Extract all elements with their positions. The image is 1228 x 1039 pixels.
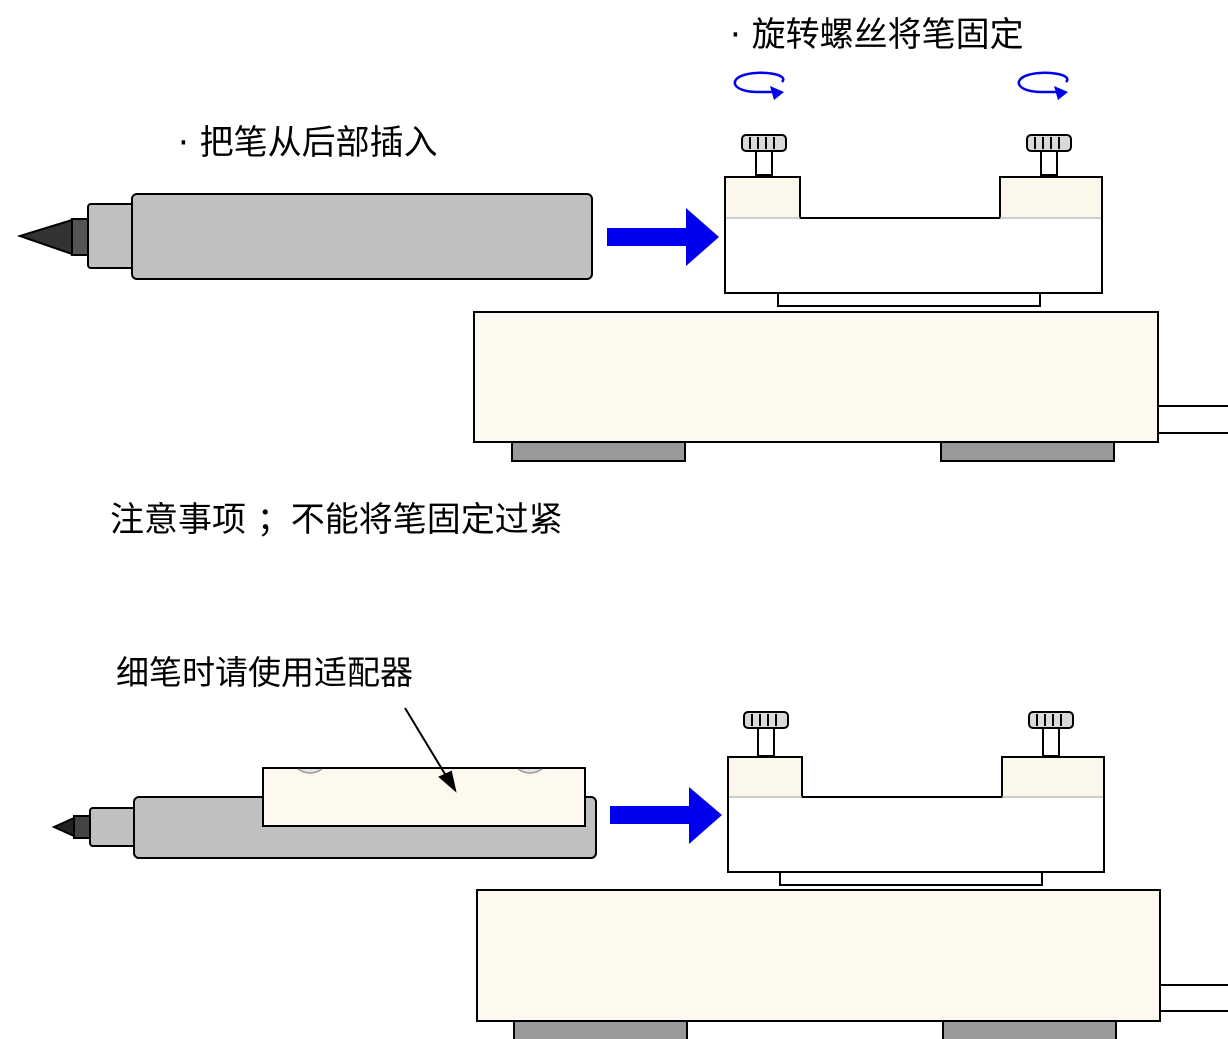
rotate-screw-label: · 旋转螺丝将笔固定 [730,15,1024,55]
screw-left-icon [743,711,789,757]
pen-clamp [724,176,1103,307]
adapter-leader-line [404,707,457,793]
caution-label: 注意事项 ；不能将笔固定过紧 [110,500,563,540]
plotter-base [476,889,1228,1039]
pen [16,193,593,280]
insert-arrow-icon [610,787,722,844]
pen-clamp [727,756,1105,886]
plotter-base [473,311,1228,462]
pen-adapter [262,767,586,827]
screw-right-icon [1026,134,1072,176]
screw-right-icon [1028,711,1074,757]
insert-arrow-icon [607,208,719,266]
rotate-arrow-right-icon [1017,71,1069,100]
insert-pen-label: · 把笔从后部插入 [178,123,438,163]
rotate-arrow-left-icon [733,71,785,100]
screw-left-icon [741,134,787,176]
thin-pen-adapter-label: 细笔时请使用适配器 [116,653,413,692]
